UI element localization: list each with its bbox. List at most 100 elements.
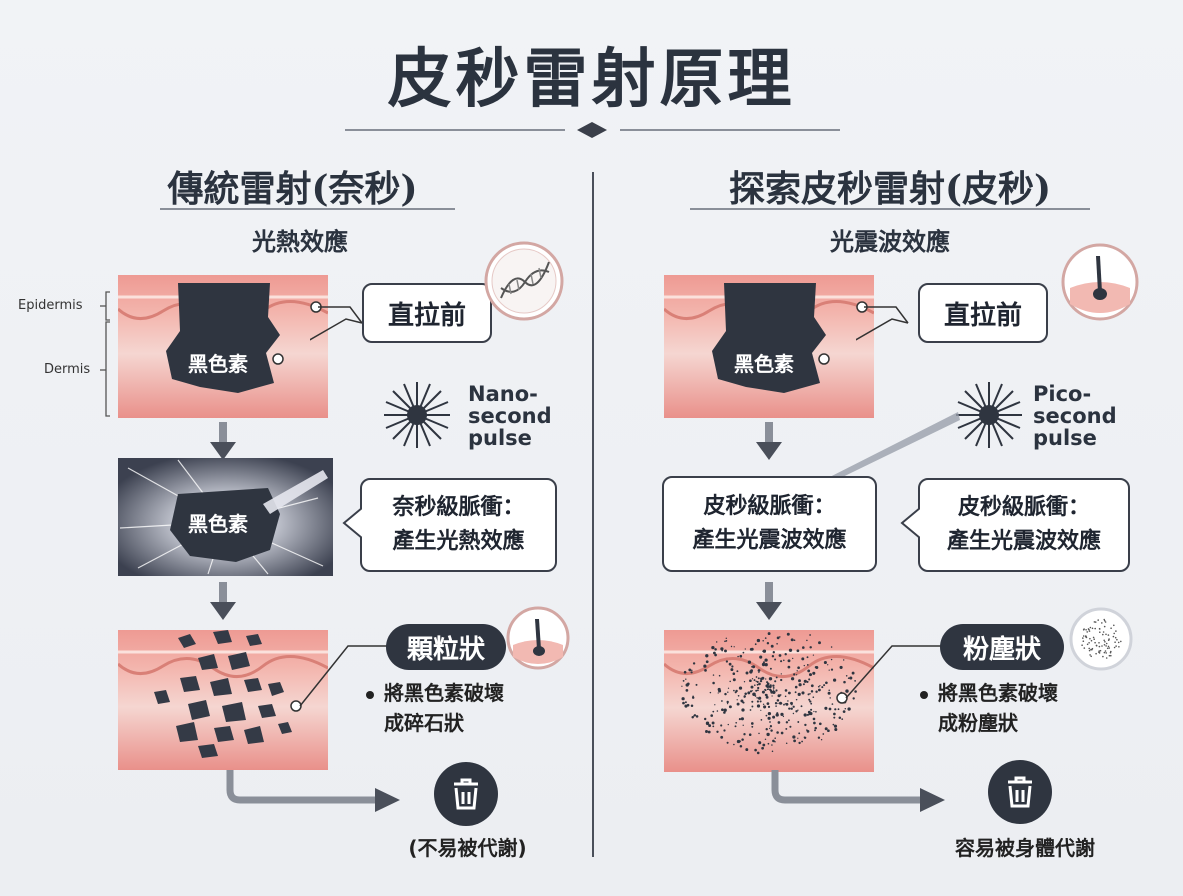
dust-particle <box>723 711 726 714</box>
dust-particle <box>788 719 790 722</box>
badge-dust-particle <box>1087 628 1090 630</box>
badge-dust-particle <box>1098 642 1100 644</box>
dust-particle <box>739 744 743 748</box>
dust-particle <box>725 660 729 663</box>
dust-particle <box>742 651 745 654</box>
dust-particle <box>754 748 757 752</box>
dust-particle <box>704 717 707 721</box>
dust-particle <box>847 707 851 711</box>
dust-particle <box>732 672 736 675</box>
dust-particle <box>780 712 784 717</box>
dust-particle <box>797 666 800 670</box>
dust-particle <box>728 705 732 709</box>
dust-particle <box>786 632 790 636</box>
dust-particle <box>818 641 821 645</box>
badge-dust-particle <box>1094 621 1097 623</box>
dust-particle <box>829 697 831 699</box>
dust-particle <box>747 660 752 664</box>
badge-dust-particle <box>1090 655 1092 658</box>
dust-particle <box>688 668 692 672</box>
dust-particle <box>828 669 830 671</box>
dust-particle <box>727 687 730 689</box>
dust-particle <box>837 708 840 711</box>
dust-particle <box>723 729 726 732</box>
dust-particle <box>726 700 729 704</box>
dust-particle <box>812 717 816 721</box>
dust-particle <box>827 664 829 666</box>
badge-dust-particle <box>1113 624 1115 627</box>
dust-particle <box>769 667 772 670</box>
dust-particle <box>723 708 727 712</box>
dust-particle <box>788 691 791 695</box>
badge-dust-particle <box>1092 636 1095 639</box>
badge-dust-particle <box>1082 635 1085 637</box>
dust-particle <box>787 659 791 663</box>
dust-particle <box>780 702 783 705</box>
dust-particle <box>812 671 816 675</box>
badge-dust-particle <box>1104 650 1107 652</box>
dust-particle <box>738 718 741 721</box>
left-pigment-label-1: 黑色素 <box>188 352 248 376</box>
dust-particle <box>765 695 769 699</box>
dust-particle <box>741 738 744 741</box>
right-pigment-label: 黑色素 <box>734 352 794 376</box>
dust-particle <box>684 701 687 704</box>
dust-particle <box>788 648 793 652</box>
dust-particle <box>755 676 758 678</box>
dust-particle <box>690 704 694 708</box>
dust-particle <box>714 704 716 706</box>
dust-particle <box>759 655 763 659</box>
dust-particle <box>709 691 712 694</box>
dust-particle <box>772 684 775 687</box>
badge-dust-particle <box>1089 626 1092 629</box>
right-effect-callout-right: 皮秒級脈衝：產生光震波效應 <box>918 478 1130 572</box>
badge-dust-particle <box>1103 651 1106 654</box>
dust-particle <box>809 634 811 636</box>
right-skin-dust <box>664 630 874 772</box>
dust-particle <box>812 654 815 656</box>
right-trash-caption: 容易被身體代謝 <box>955 836 1095 860</box>
dust-particle <box>738 686 743 690</box>
dust-particle <box>797 709 799 711</box>
dust-particle <box>795 674 798 676</box>
dust-particle <box>767 632 771 636</box>
badge-dust-particle <box>1081 644 1083 646</box>
dust-particle <box>754 684 756 686</box>
dust-particle <box>780 678 783 682</box>
badge-dust-particle <box>1112 635 1115 638</box>
dust-particle <box>778 654 782 657</box>
dust-particle <box>691 669 693 672</box>
dust-particle <box>685 689 689 692</box>
right-dust-connector <box>845 645 948 699</box>
dust-particle <box>705 721 710 725</box>
dust-particle <box>833 716 836 719</box>
dust-particle <box>692 695 694 698</box>
dust-particle <box>764 693 768 697</box>
badge-dust-particle <box>1114 641 1116 643</box>
badge-dust-particle <box>1104 641 1106 643</box>
dust-particle <box>769 688 772 691</box>
dust-particle <box>823 684 826 687</box>
page-title: 皮秒雷射原理 <box>387 42 796 117</box>
dust-particle <box>743 695 746 698</box>
dust-particle <box>796 670 798 672</box>
left-arrow-down-2 <box>210 582 236 620</box>
dust-particle <box>756 638 761 643</box>
dust-particle <box>776 699 780 702</box>
dust-particle <box>712 674 715 676</box>
badge-dust-particle <box>1093 621 1096 623</box>
dust-particle <box>810 690 814 693</box>
dust-particle <box>717 692 719 694</box>
dust-particle <box>817 685 820 688</box>
left-subtitle: 光熱效應 <box>252 228 348 256</box>
dust-particle <box>727 723 729 726</box>
dust-particle <box>720 647 724 651</box>
dust-particle <box>736 699 738 701</box>
right-callout-connector <box>856 306 909 341</box>
dust-particle <box>790 707 793 710</box>
badge-dust-particle <box>1103 619 1106 622</box>
badge-dust-particle <box>1103 618 1105 621</box>
dust-particle <box>712 725 715 728</box>
dust-particle <box>803 664 805 667</box>
badge-dust-particle <box>1120 640 1122 643</box>
